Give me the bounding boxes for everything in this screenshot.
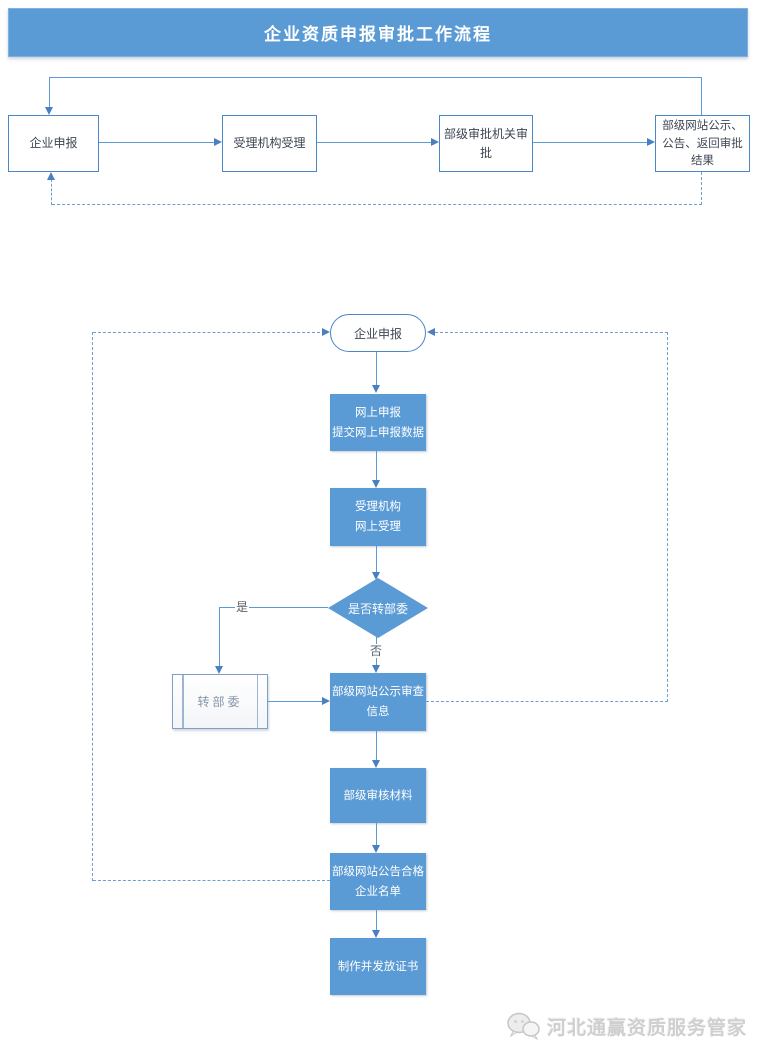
arrowhead-right-icon [322,328,330,336]
step-transfer-ministry: 转部委 [172,674,268,729]
arrowhead-left-icon [427,328,435,336]
arrowhead-down-icon [372,845,380,853]
feedback-dashed-right-segment [701,172,702,205]
step-online-apply: 网上申报 提交网上申报数据 [330,394,426,451]
start-oval-enterprise-apply: 企业申报 [330,314,426,352]
decision-transfer-ministry: 是否转部委 [328,578,428,638]
top-box-acceptance: 受理机构受理 [222,115,317,172]
edge-review-announce [376,823,377,845]
step-issue-certificate: 制作并发放证书 [330,938,426,995]
arrowhead-down-icon [372,665,380,673]
feedback-top-left-segment [49,77,50,108]
step-online-accept: 受理机构 网上受理 [330,488,426,546]
watermark-text: 河北通赢资质服务管家 [547,1016,748,1039]
edge-onlineapply-accept [376,451,377,480]
wechat-icon [507,1012,540,1041]
edge-decision-yes-horizontal [220,607,328,608]
arrowhead-down-icon [215,666,223,674]
edge-apply-accept [99,142,214,143]
transfer-label: 转部委 [197,695,243,709]
yes-label: 是 [235,600,250,614]
step-website-publicity: 部级网站公示审查 信息 [330,673,426,731]
arrowhead-down-icon [372,572,380,580]
no-label: 否 [369,644,384,658]
edge-accept-decision [376,546,377,572]
title-banner: 企业资质申报审批工作流程 [8,8,748,57]
arrowhead-down-icon [372,930,380,938]
arrowhead-down-icon [372,385,380,393]
edge-approve-publicity [533,142,647,143]
arrowhead-down-icon [372,480,380,488]
arrowhead-right-icon [431,138,439,146]
edge-transfer-publicity [268,701,322,702]
arrowhead-right-icon [647,138,655,146]
feedback-top-right-segment [701,77,702,115]
top-box-website-publicity: 部级网站公示、公告、返回审批结果 [655,115,750,172]
step-website-announce: 部级网站公告合格 企业名单 [330,853,426,910]
watermark: 河北通赢资质服务管家 [506,1006,756,1046]
edge-decision-yes-vertical [219,607,220,666]
top-box-ministry-approval: 部级审批机关审批 [439,115,533,172]
page-title: 企业资质申报审批工作流程 [264,25,492,45]
top-box-enterprise-apply: 企业申报 [8,115,99,172]
loop-left-vertical-segment [92,332,93,881]
arrowhead-right-icon [214,138,222,146]
loop-right-vertical-segment [667,332,668,702]
edge-accept-approve [317,142,431,143]
loop-left-bottom-segment [93,880,330,881]
loop-left-top-segment [93,332,320,333]
edge-publicity-review [376,731,377,760]
step-ministry-review: 部级审核材料 [330,768,426,823]
edge-announce-certificate [376,910,377,930]
loop-right-top-segment [435,332,668,333]
arrowhead-up-icon [47,172,55,180]
feedback-dashed-segment [52,204,702,205]
arrowhead-down-icon [372,760,380,768]
feedback-dashed-left-segment [51,179,52,205]
predefined-bar [182,675,184,728]
feedback-top-segment [50,77,702,78]
arrowhead-down-icon [45,107,53,115]
arrowhead-right-icon [322,697,330,705]
loop-right-bottom-segment [426,701,668,702]
predefined-bar [256,675,258,728]
edge-start-onlineapply [376,352,377,385]
